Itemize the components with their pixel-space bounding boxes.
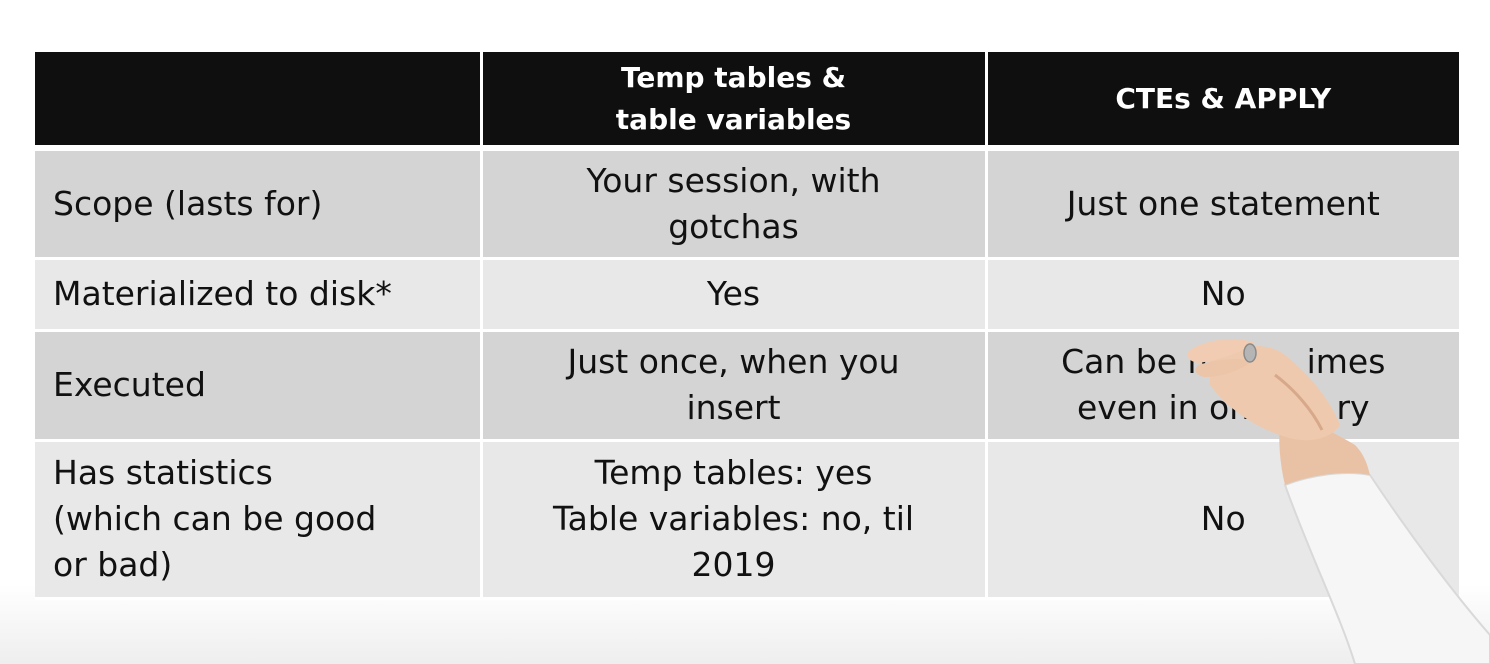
header-cell-temp: Temp tables & table variables	[479, 52, 988, 151]
cell-cte-executed: Can be mu imes even in one ry	[984, 330, 1459, 442]
cell-text: Temp tables: yes Table variables: no, ti…	[552, 453, 915, 584]
cell-text: Just one statement	[1066, 183, 1380, 223]
comparison-table: Temp tables & table variables CTEs & APP…	[35, 52, 1459, 600]
table-row: Scope (lasts for) Your session, with got…	[35, 148, 1459, 260]
row-label-text: Materialized to disk*	[53, 274, 392, 313]
cell-temp-statistics: Temp tables: yes Table variables: no, ti…	[479, 440, 988, 600]
cell-text: No	[1200, 499, 1246, 538]
row-label-scope: Scope (lasts for)	[35, 148, 483, 260]
cell-text: Yes	[706, 274, 761, 313]
header-cte-label: CTEs & APPLY	[1115, 81, 1332, 115]
row-label-statistics: Has statistics (which can be good or bad…	[35, 440, 483, 600]
table-row: Executed Just once, when you insert Can …	[35, 330, 1459, 442]
cell-cte-statistics: No	[984, 440, 1459, 600]
row-label-text: Executed	[53, 365, 206, 404]
row-label-text: Scope (lasts for)	[53, 183, 323, 223]
header-row: Temp tables & table variables CTEs & APP…	[35, 52, 1459, 151]
header-temp-label: Temp tables & table variables	[615, 60, 852, 136]
cell-temp-scope: Your session, with gotchas	[479, 148, 988, 260]
cell-text: Your session, with gotchas	[586, 160, 881, 246]
table-row: Has statistics (which can be good or bad…	[35, 440, 1459, 600]
cell-text: No	[1200, 274, 1246, 313]
header-cell-cte: CTEs & APPLY	[984, 52, 1459, 151]
cell-cte-materialized: No	[984, 258, 1459, 332]
row-label-materialized: Materialized to disk*	[35, 258, 483, 332]
cell-temp-materialized: Yes	[479, 258, 988, 332]
header-cell-empty	[35, 52, 483, 151]
row-label-text: Has statistics (which can be good or bad…	[53, 453, 377, 584]
cell-temp-executed: Just once, when you insert	[479, 330, 988, 442]
table-row: Materialized to disk* Yes No	[35, 258, 1459, 332]
cell-text: Just once, when you insert	[567, 342, 900, 427]
cell-text: Can be mu imes even in one ry	[1061, 342, 1386, 427]
row-label-executed: Executed	[35, 330, 483, 442]
cell-cte-scope: Just one statement	[984, 148, 1459, 260]
